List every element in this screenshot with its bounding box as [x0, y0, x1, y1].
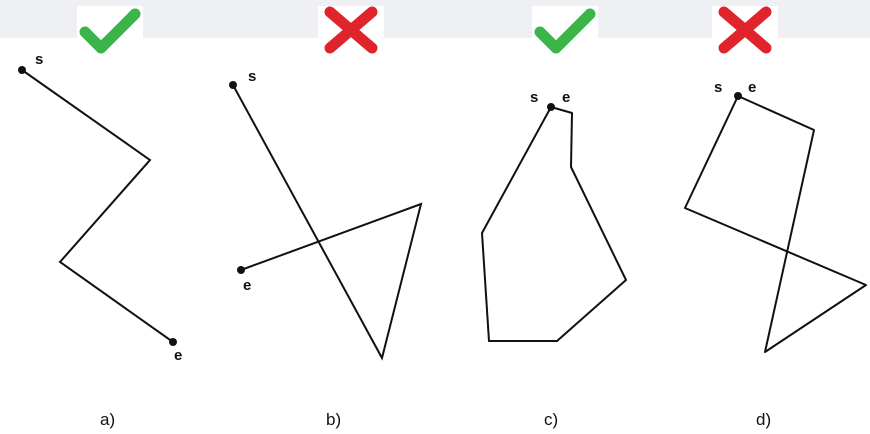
- panel-a: s e a): [18, 51, 182, 429]
- panel-b-start-label: s: [248, 68, 256, 85]
- panel-d-cross-icon: [712, 6, 778, 54]
- panel-a-polyline: [21, 69, 174, 343]
- panel-c-end-label: e: [562, 89, 570, 106]
- panel-b-end-point: [237, 266, 245, 274]
- panel-c-caption: c): [544, 410, 558, 429]
- panel-d: s e d): [684, 79, 867, 429]
- panel-a-end-label: e: [174, 347, 182, 364]
- panel-b-polyline: [232, 84, 423, 361]
- panel-a-caption: a): [100, 410, 115, 429]
- panel-d-caption: d): [756, 410, 771, 429]
- panel-b-start-point: [229, 81, 237, 89]
- panel-d-start-point: [734, 92, 742, 100]
- panel-c-check-icon: [532, 6, 598, 54]
- panel-c-start-point: [547, 103, 555, 111]
- panel-a-start-label: s: [35, 51, 43, 68]
- panel-d-start-label: s: [714, 79, 722, 96]
- panel-d-end-label: e: [748, 79, 756, 96]
- panel-d-polyline: [684, 95, 867, 353]
- panel-c: s e c): [481, 89, 627, 429]
- panel-a-start-point: [18, 66, 26, 74]
- panel-b-caption: b): [326, 410, 341, 429]
- panel-c-start-label: s: [530, 89, 538, 106]
- panel-a-check-icon: [77, 6, 143, 54]
- panel-a-end-point: [169, 338, 177, 346]
- panel-b-cross-icon: [318, 6, 384, 54]
- panel-b-end-label: e: [243, 277, 251, 294]
- panel-b: s e b): [229, 68, 423, 429]
- panel-c-polyline: [481, 106, 627, 342]
